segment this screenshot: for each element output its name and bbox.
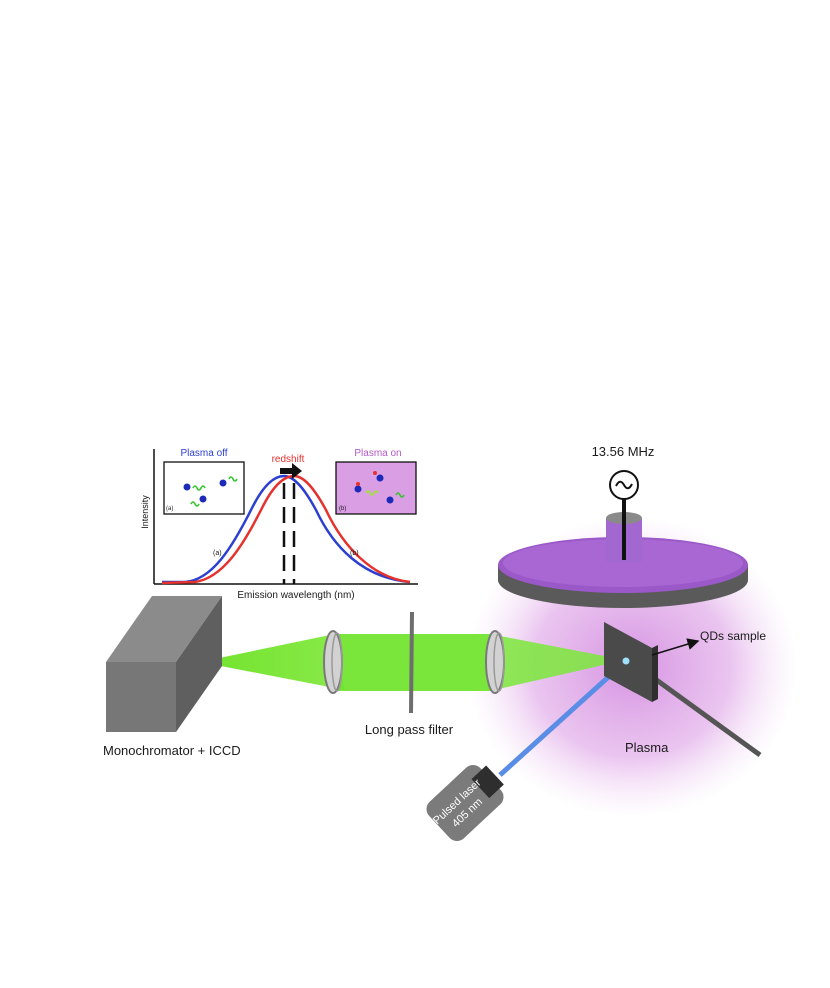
box-a-tag: (a) — [166, 506, 173, 512]
monochromator-iccd — [106, 596, 222, 732]
inset-spectrum: Intensity Emission wavelength (nm) redsh… — [140, 448, 418, 601]
plasma-label: Plasma — [625, 740, 669, 755]
inset-x-label: Emission wavelength (nm) — [237, 590, 354, 601]
redshift-arrow-icon — [280, 463, 302, 479]
lens-right — [485, 630, 505, 694]
box-a-title: Plasma off — [180, 448, 227, 459]
filter-label: Long pass filter — [365, 722, 454, 737]
rf-frequency-label: 13.56 MHz — [592, 444, 655, 459]
qds-sample-holder — [604, 622, 762, 758]
redshift-label: redshift — [272, 454, 305, 465]
detector-label: Monochromator + ICCD — [103, 743, 241, 758]
qds-sample-label: QDs sample — [700, 629, 766, 643]
lens-left — [323, 630, 343, 694]
curve-a-label: (a) — [213, 550, 222, 557]
curve-b-label: (b) — [350, 550, 359, 557]
pulsed-laser: Pulsed laser 405 nm — [426, 764, 504, 842]
inset-y-label: Intensity — [140, 495, 150, 529]
qds-pointer-arrow — [651, 638, 700, 656]
rf-electrode — [498, 470, 748, 608]
box-b-tag: (b) — [339, 506, 346, 512]
long-pass-filter — [409, 612, 414, 713]
curve-plasma-off — [162, 474, 411, 584]
plasma-on-box — [335, 461, 417, 515]
laser-beam — [498, 660, 627, 777]
box-b-title: Plasma on — [354, 448, 401, 459]
plasma-off-box — [163, 461, 245, 515]
